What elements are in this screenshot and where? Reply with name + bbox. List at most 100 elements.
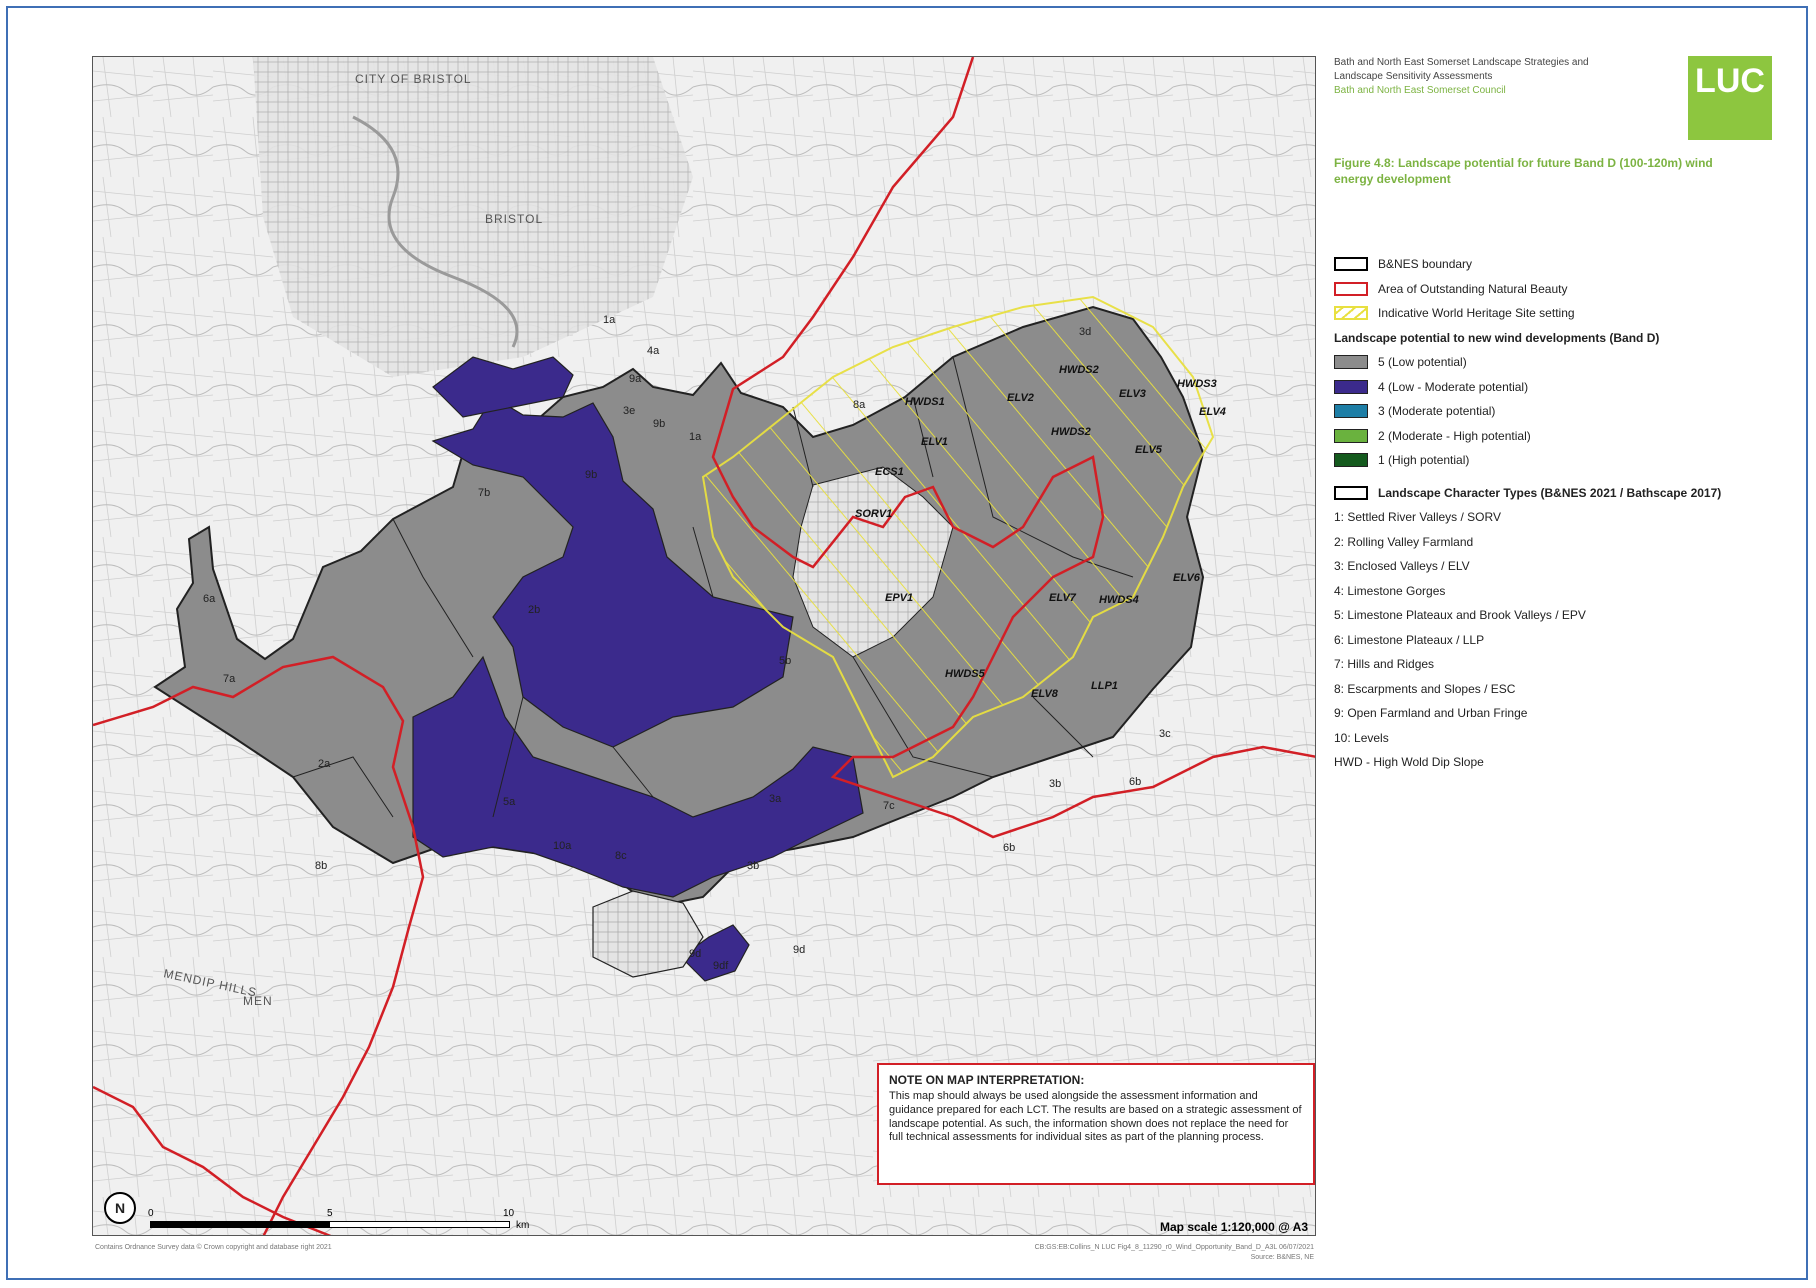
org-line1: Bath and North East Somerset Landscape S…: [1334, 57, 1589, 68]
figure-title: Figure 4.8: Landscape potential for futu…: [1334, 156, 1713, 187]
legend-item: 4 (Low - Moderate potential): [1334, 375, 1804, 400]
aonb-boundary-east: [711, 57, 1315, 839]
area-label: 8c: [615, 850, 627, 862]
lct-item: 10: Levels: [1334, 730, 1389, 745]
southern-urban-area: [592, 890, 704, 978]
area-label: 7c: [883, 800, 895, 812]
area-label: 9b: [585, 469, 597, 481]
place-bristol: BRISTOL: [485, 212, 543, 226]
map-svg: CITY OF BRISTOL BRISTOL MENDIP HILLS MEN…: [93, 57, 1315, 1235]
lct-item: 6: Limestone Plateaux / LLP: [1334, 632, 1485, 647]
legend-label: Area of Outstanding Natural Beauty: [1378, 281, 1568, 296]
credit-file: CB:GS:EB:Collins_N LUC Fig4_8_11290_r0_W…: [1034, 1244, 1314, 1251]
legend-label: Indicative World Heritage Site setting: [1378, 306, 1575, 321]
char-label: EPV1: [885, 592, 913, 604]
area-label: 8b: [315, 860, 327, 872]
legend-label: 5 (Low potential): [1378, 355, 1467, 370]
char-label: HWDS3: [1177, 378, 1217, 390]
legend-lct-heading-text: Landscape Character Types (B&NES 2021 / …: [1378, 485, 1722, 500]
place-city-of-bristol: CITY OF BRISTOL: [355, 72, 472, 86]
lct-item: 7: Hills and Ridges: [1334, 657, 1435, 671]
legend-swatch: [1334, 281, 1368, 296]
legend-item: 3 (Moderate potential): [1334, 399, 1804, 424]
character-area-labels: HWDS1 HWDS2 HWDS2 HWDS3 HWDS4 HWDS5 ELV1…: [855, 364, 1226, 700]
note-body: This map should always be used alongside…: [889, 1090, 1302, 1144]
legend-swatch: [1334, 428, 1368, 443]
page-frame: [6, 6, 1808, 1280]
scale-end: 10: [503, 1208, 515, 1219]
area-label: 3c: [1159, 728, 1171, 740]
north-letter: N: [114, 1200, 126, 1216]
area-9b[interactable]: [432, 356, 574, 418]
area-label: 1a: [603, 314, 616, 326]
area-label: 9d: [689, 948, 701, 960]
map-canvas[interactable]: CITY OF BRISTOL BRISTOL MENDIP HILLS MEN…: [92, 56, 1316, 1236]
lct-item: 1: Settled River Valleys / SORV: [1334, 510, 1501, 524]
area-label: 7a: [223, 673, 236, 685]
area-label: 10a: [553, 840, 572, 852]
scale-bar: [150, 1221, 510, 1228]
legend-item: Area of Outstanding Natural Beauty: [1334, 277, 1804, 302]
legend-swatch: [1334, 257, 1368, 272]
legend-swatch: [1334, 485, 1368, 500]
scale-mid: 5: [327, 1208, 333, 1219]
world-heritage-site-setting[interactable]: [701, 295, 1215, 779]
area-label: 5a: [503, 796, 516, 808]
char-label: SORV1: [855, 508, 892, 520]
char-label: ECS1: [875, 466, 904, 478]
lct-item: 5: Limestone Plateaux and Brook Valleys …: [1334, 608, 1586, 622]
char-label: HWDS2: [1051, 426, 1091, 438]
legend-label: 1 (High potential): [1378, 453, 1470, 468]
area-labels: 1a 1a 2a 2b 3a 3b 3b 3c 3d 3e 4a 5a 5b 6…: [203, 314, 1171, 972]
area-label: 6b: [1129, 776, 1141, 788]
legend-swatch: [1334, 355, 1368, 370]
char-label: ELV1: [921, 436, 948, 448]
char-label: HWDS4: [1099, 594, 1139, 606]
area-label: 6a: [203, 593, 216, 605]
area-5b[interactable]: [431, 396, 794, 748]
scale-start: 0: [148, 1208, 154, 1219]
area-label: 9a: [629, 373, 642, 385]
legend-swatch: [1334, 379, 1368, 394]
luc-logo: LUC: [1688, 56, 1772, 140]
place-men: MEN: [243, 994, 273, 1008]
char-label: ELV6: [1173, 572, 1201, 584]
char-label: LLP1: [1091, 680, 1118, 692]
legend-potential-heading: Landscape potential to new wind developm…: [1334, 330, 1660, 345]
area-label: 1a: [689, 431, 702, 443]
area-label: 8a: [853, 399, 866, 411]
area-label: 9b: [653, 418, 665, 430]
area-label: 2b: [528, 604, 540, 616]
area-label: 5b: [779, 655, 791, 667]
aonb-boundary-south: [93, 1085, 332, 1235]
char-label: HWDS2: [1059, 364, 1099, 376]
char-label: ELV8: [1031, 688, 1059, 700]
river-avon: [352, 115, 519, 348]
lct-item: HWD - High Wold Dip Slope: [1334, 755, 1484, 769]
credit-os: Contains Ordnance Survey data © Crown co…: [95, 1244, 332, 1251]
legend-lct-heading: Landscape Character Types (B&NES 2021 / …: [1334, 481, 1804, 506]
char-label: ELV5: [1135, 444, 1163, 456]
north-arrow-icon: N: [104, 1192, 136, 1224]
area-label: 3b: [1049, 778, 1061, 790]
area-label: 9d: [793, 944, 805, 956]
area-9d[interactable]: [680, 924, 750, 982]
area-label: 4a: [647, 345, 660, 357]
legend-label: 4 (Low - Moderate potential): [1378, 379, 1529, 394]
legend-item: 5 (Low potential): [1334, 350, 1804, 375]
legend-label: 3 (Moderate potential): [1378, 404, 1496, 419]
char-label: ELV7: [1049, 592, 1077, 604]
aonb-boundary-west: [93, 655, 425, 1235]
char-label: ELV3: [1119, 388, 1146, 400]
area-label: 2a: [318, 758, 331, 770]
lct-item: 2: Rolling Valley Farmland: [1334, 534, 1474, 549]
area-label: 9df: [713, 960, 729, 972]
area-label: 3e: [623, 405, 635, 417]
area-label: 7b: [478, 487, 490, 499]
legend-swatch: [1334, 306, 1368, 321]
legend-label: B&NES boundary: [1378, 257, 1473, 272]
area-label: 3a: [769, 793, 782, 805]
char-label: HWDS5: [945, 668, 986, 680]
legend-item: Indicative World Heritage Site setting: [1334, 301, 1804, 326]
scale-unit: km: [516, 1220, 530, 1231]
